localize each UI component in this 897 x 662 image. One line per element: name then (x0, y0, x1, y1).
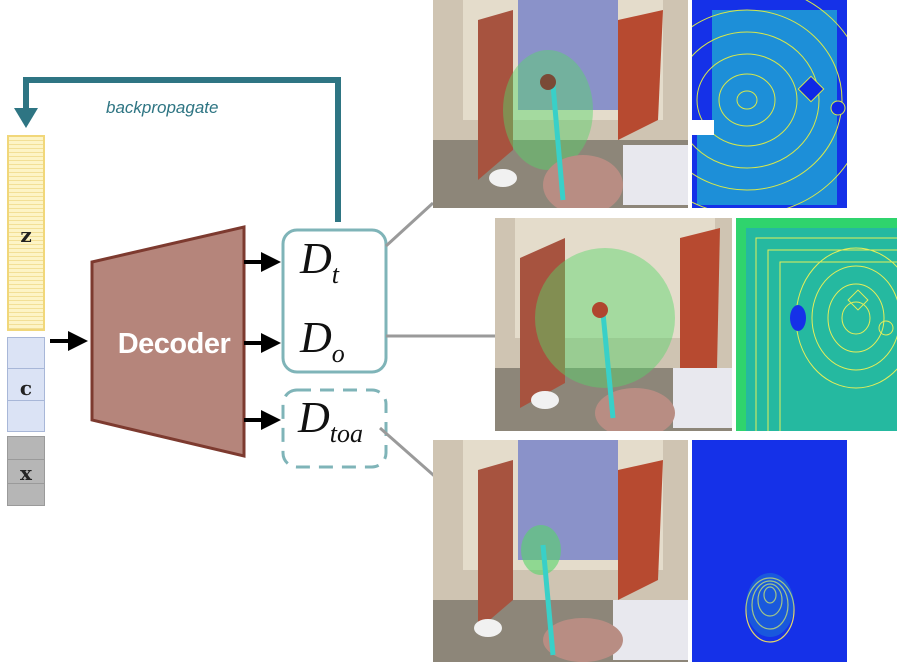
output-box-dt-do (281, 228, 388, 374)
connector-dt (384, 201, 435, 248)
scene-render-target (433, 0, 688, 208)
z-label: z (20, 223, 32, 247)
output-dt: Dt (300, 234, 340, 289)
output-do: Do (300, 313, 345, 368)
condition-vector-c: c (7, 337, 45, 432)
scene-render-toa (433, 440, 688, 662)
output-dtoa: Dtoa (298, 393, 364, 448)
distance-map-1 (692, 0, 847, 208)
c-label: c (19, 376, 33, 400)
backpropagate-label: backpropagate (106, 98, 219, 117)
decoder-block (90, 225, 246, 458)
backpropagate-arrow (23, 77, 341, 222)
x-label: x (20, 461, 32, 485)
scene-render-obstacle (495, 218, 732, 431)
backpropagate-arrowhead (14, 108, 38, 128)
latent-vector-z: z (7, 135, 45, 331)
output-box-dtoa (281, 388, 388, 469)
decoder-label: Decoder (117, 328, 231, 360)
distance-map-3 (692, 440, 847, 662)
distance-map-2 (736, 218, 897, 431)
input-vector-x: x (7, 436, 45, 506)
